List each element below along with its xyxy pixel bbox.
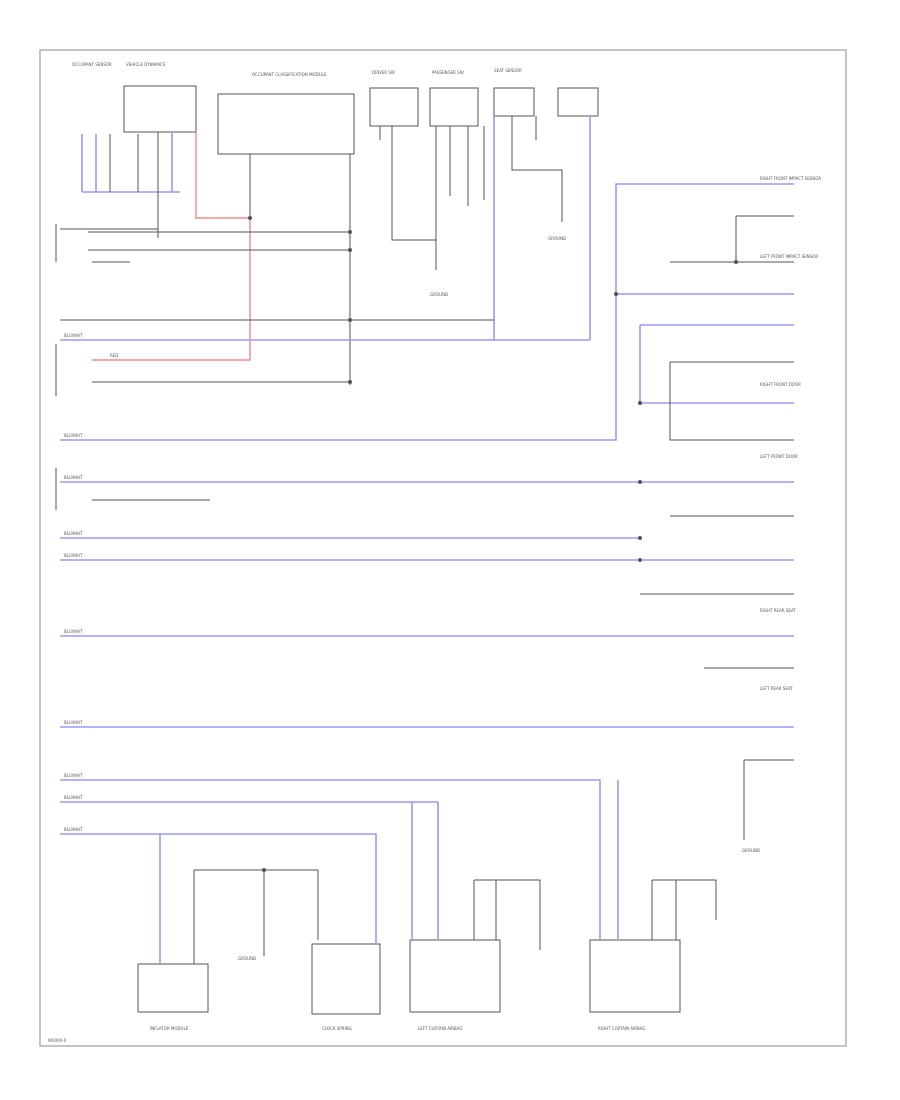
horizontal-wires <box>60 183 794 906</box>
label-ground-a: GROUND <box>430 292 448 297</box>
label-ground-c: GROUND <box>742 848 760 853</box>
label-ground-d: GROUND <box>238 956 256 961</box>
label-inflator-module: INFLATOR MODULE <box>150 1026 189 1031</box>
label-right-rear: RIGHT REAR SEAT <box>760 608 796 613</box>
component-occupant-sensor <box>123 85 197 133</box>
wire-label-blu-wht-7: BLU/WHT <box>64 720 83 725</box>
label-driver-sw: DRIVER SW <box>372 70 395 75</box>
component-seat-sensor-left <box>493 87 535 117</box>
wire-label-blu-wht-4: BLU/WHT <box>64 531 83 536</box>
label-left-front-sensor: LEFT FRONT IMPACT SENSOR <box>760 254 818 259</box>
wire-label-blu-wht-1: BLU/WHT <box>64 333 83 338</box>
diagram-frame <box>39 49 847 1047</box>
label-occupant-sensor: OCCUPANT SENSOR <box>72 62 112 67</box>
label-right-curtain: RIGHT CURTAIN AIRBAG <box>598 1026 646 1031</box>
component-left-curtain <box>409 939 501 1013</box>
label-seat-sensor: SEAT SENSOR <box>494 68 522 73</box>
wire-label-blu-wht-10: BLU/WHT <box>64 827 83 832</box>
label-right-front-sensor: RIGHT FRONT IMPACT SENSOR <box>760 176 821 181</box>
component-inflator-module <box>137 963 209 1013</box>
label-right-front-door: RIGHT FRONT DOOR <box>760 382 801 387</box>
junction-dots <box>248 216 738 872</box>
component-clock-spring <box>311 943 381 1015</box>
label-left-rear: LEFT REAR SEAT <box>760 686 793 691</box>
label-occ-module: OCCUPANT CLASSIFICATION MODULE <box>252 72 327 77</box>
label-left-curtain: LEFT CURTAIN AIRBAG <box>418 1026 462 1031</box>
component-seat-sensor-right <box>557 87 599 117</box>
component-occ-module <box>217 93 355 155</box>
wire-label-blu-wht-6: BLU/WHT <box>64 629 83 634</box>
component-driver-switch <box>369 87 419 127</box>
component-passenger-switch <box>429 87 479 127</box>
wire-label-blu-wht-5: BLU/WHT <box>64 553 83 558</box>
wire-label-blu-wht-3: BLU/WHT <box>64 475 83 480</box>
wire-label-blu-wht-8: BLU/WHT <box>64 773 83 778</box>
label-vehicle-dynamics: VEHICLE DYNAMICS <box>126 62 166 67</box>
right-side-stubs <box>640 215 794 840</box>
component-right-curtain <box>589 939 681 1013</box>
wire-label-red: RED <box>110 353 118 358</box>
top-wire-stubs <box>81 116 591 385</box>
wire-label-blu-wht-2: BLU/WHT <box>64 433 83 438</box>
footer-code: W0000-0 <box>48 1038 67 1043</box>
bottom-wire-stubs <box>159 780 717 964</box>
label-clock-spring: CLOCK SPRING <box>322 1026 352 1031</box>
wire-label-blu-wht-9: BLU/WHT <box>64 795 83 800</box>
left-switch-group <box>55 224 350 510</box>
label-passenger-sw: PASSENGER SW <box>432 70 464 75</box>
label-ground-b: GROUND <box>548 236 566 241</box>
label-left-front-door: LEFT FRONT DOOR <box>760 454 798 459</box>
